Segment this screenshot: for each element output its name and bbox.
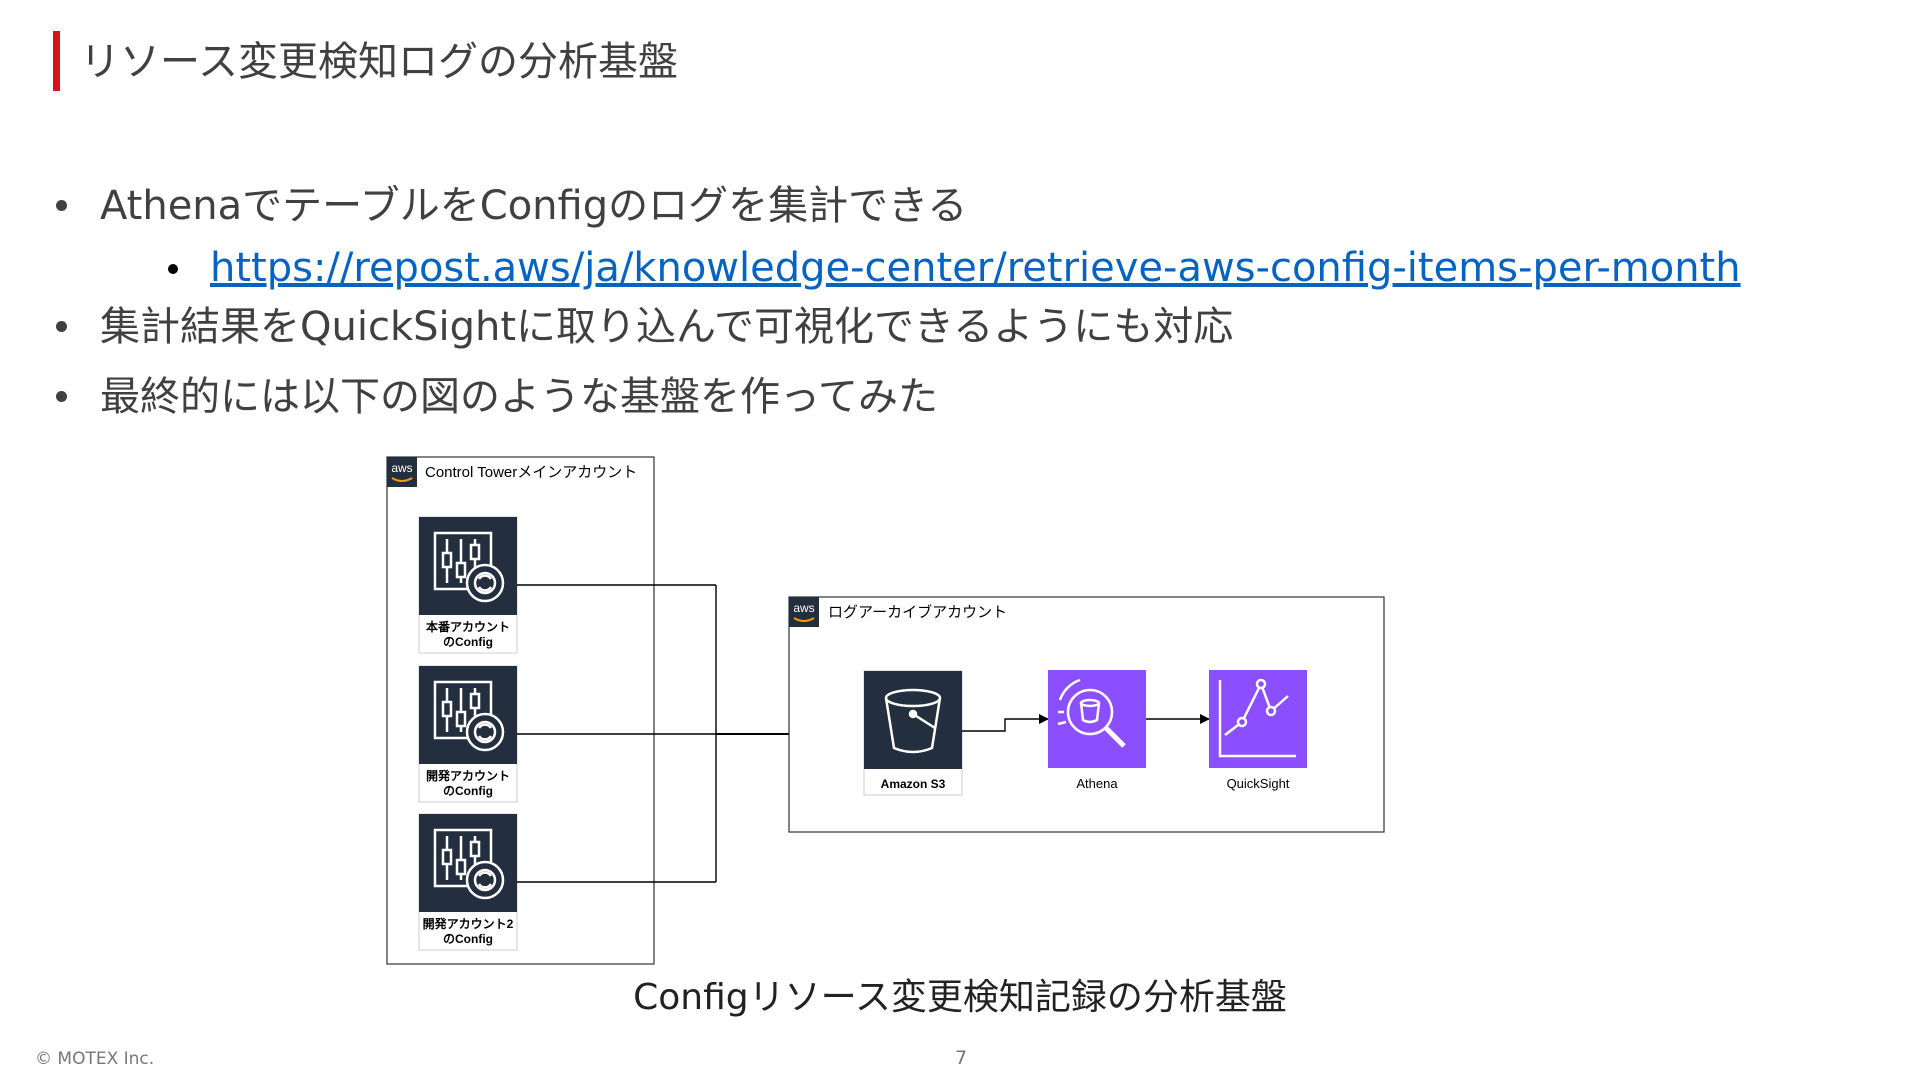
sub-bullet-dot — [168, 264, 178, 274]
copyright: © MOTEX Inc. — [35, 1049, 155, 1069]
config-dev2: 開発アカウント2 のConfig — [417, 812, 519, 951]
athena-icon: Athena — [1048, 670, 1146, 791]
athena-label: Athena — [1076, 776, 1118, 791]
aws-logo: aws — [793, 601, 814, 615]
reference-link[interactable]: https://repost.aws/ja/knowledge-center/r… — [210, 245, 1741, 291]
quicksight-label: QuickSight — [1227, 776, 1290, 791]
bullet-1: AthenaでテーブルをConfigのログを集計できる — [100, 183, 968, 229]
s3-bucket-icon: Amazon S3 — [863, 670, 963, 796]
config-prod: 本番アカウント のConfig — [417, 515, 519, 654]
svg-text:のConfig: のConfig — [443, 635, 493, 649]
aws-logo: aws — [391, 461, 412, 475]
bullet-dot — [56, 200, 67, 211]
s3-label: Amazon S3 — [881, 777, 946, 791]
title-accent-bar — [53, 31, 60, 91]
bullet-3: 最終的には以下の図のような基盤を作ってみた — [100, 374, 938, 420]
svg-text:のConfig: のConfig — [443, 784, 493, 798]
bullet-2: 集計結果をQuickSightに取り込んで可視化できるようにも対応 — [100, 304, 1234, 350]
archive-account-label: ログアーカイブアカウント — [828, 603, 1007, 621]
svg-text:本番アカウント: 本番アカウント — [426, 619, 510, 634]
bullet-dot — [56, 321, 67, 332]
diagram-caption: Configリソース変更検知記録の分析基盤 — [633, 977, 1287, 1018]
svg-text:開発アカウント: 開発アカウント — [426, 768, 510, 783]
bullet-dot — [56, 391, 67, 402]
slide-title: リソース変更検知ログの分析基盤 — [80, 39, 678, 85]
main-account-label: Control Towerメインアカウント — [425, 464, 637, 481]
page-number: 7 — [955, 1047, 968, 1069]
svg-text:開発アカウント2: 開発アカウント2 — [423, 916, 514, 931]
config-dev: 開発アカウント のConfig — [417, 664, 519, 803]
quicksight-icon: QuickSight — [1209, 670, 1307, 791]
svg-text:のConfig: のConfig — [443, 932, 493, 946]
